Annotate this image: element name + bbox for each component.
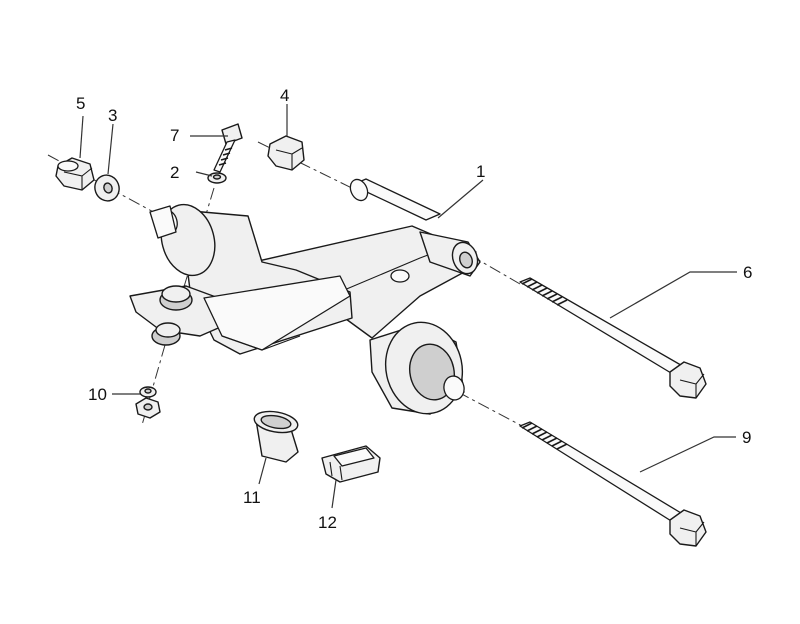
callout-6: 6 xyxy=(743,263,752,282)
callout-3: 3 xyxy=(108,106,117,125)
washer-3 xyxy=(94,174,120,202)
clip-12 xyxy=(321,445,381,483)
callout-11: 11 xyxy=(243,488,261,507)
callout-7: 7 xyxy=(170,126,179,145)
callout-10: 10 xyxy=(88,385,107,404)
bolt-7 xyxy=(213,123,243,173)
washer-nut-10 xyxy=(135,386,161,419)
swing-arm xyxy=(129,178,481,415)
nut-5 xyxy=(55,157,95,191)
long-bolt-9 xyxy=(519,421,707,547)
callout-5: 5 xyxy=(76,94,85,113)
bushing-11 xyxy=(253,410,299,463)
callout-2: 2 xyxy=(170,163,179,182)
callouts: 1 2 3 4 5 6 7 9 10 11 12 xyxy=(76,86,752,532)
nut-4 xyxy=(267,135,305,171)
callout-9: 9 xyxy=(742,428,751,447)
leader-lines xyxy=(79,104,737,509)
washer-2 xyxy=(207,172,227,184)
callout-1: 1 xyxy=(476,162,485,181)
callout-4: 4 xyxy=(280,86,289,105)
callout-12: 12 xyxy=(318,513,337,532)
long-bolt-6 xyxy=(519,277,707,399)
